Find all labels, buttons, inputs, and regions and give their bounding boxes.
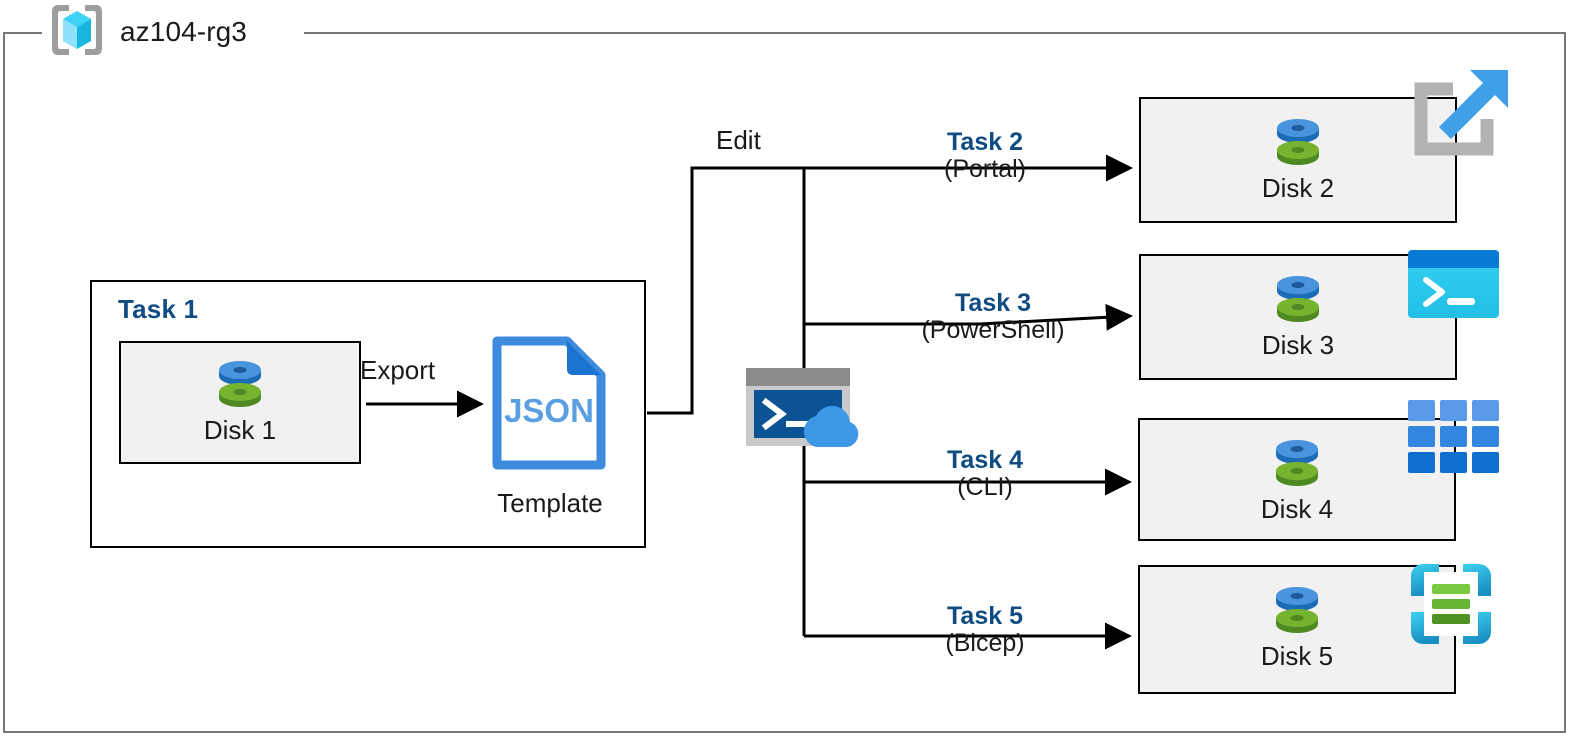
edge-task-5-title: Task 5 bbox=[947, 602, 1023, 630]
disk-box-4[interactable]: Disk 4 bbox=[1138, 418, 1456, 541]
edge-label-task-2: Task 2 (Portal) bbox=[900, 129, 1070, 184]
edge-task-3-title: Task 3 bbox=[955, 289, 1031, 317]
edge-task-4-title: Task 4 bbox=[947, 446, 1023, 474]
svg-text:JSON: JSON bbox=[504, 392, 594, 429]
task1-title: Task 1 bbox=[118, 294, 199, 324]
json-file-icon[interactable]: JSON bbox=[489, 335, 609, 476]
template-label: Template bbox=[497, 488, 603, 518]
managed-disk-icon bbox=[1270, 270, 1326, 331]
edge-task-2-title: Task 2 bbox=[947, 128, 1023, 156]
edge-task-3-tool: (PowerShell) bbox=[921, 316, 1065, 345]
disk-box-1-label: Disk 1 bbox=[203, 415, 277, 445]
disk-box-4-label: Disk 4 bbox=[1260, 494, 1334, 524]
resource-group-icon bbox=[48, 2, 106, 63]
disk-box-1[interactable]: Disk 1 bbox=[119, 341, 361, 464]
disk-box-2-label: Disk 2 bbox=[1261, 173, 1335, 203]
export-label: Export bbox=[360, 355, 436, 385]
edge-task-5-tool: (Bicep) bbox=[945, 629, 1025, 658]
resource-group-container bbox=[3, 32, 1566, 733]
disk-box-5[interactable]: Disk 5 bbox=[1138, 565, 1456, 694]
disk-box-3-label: Disk 3 bbox=[1261, 330, 1335, 360]
edit-label: Edit bbox=[716, 125, 761, 155]
azure-portal-icon[interactable] bbox=[1409, 63, 1519, 173]
managed-disk-icon bbox=[1270, 113, 1326, 174]
powershell-terminal-icon[interactable] bbox=[1406, 248, 1501, 325]
edge-task-4-tool: (CLI) bbox=[957, 473, 1013, 502]
disk-box-2[interactable]: Disk 2 bbox=[1139, 97, 1457, 223]
resource-group-header-gap bbox=[42, 24, 304, 42]
resource-group-header: az104-rg3 bbox=[48, 3, 247, 61]
managed-disk-icon bbox=[212, 355, 268, 416]
disk-box-5-label: Disk 5 bbox=[1260, 641, 1334, 671]
resource-group-name: az104-rg3 bbox=[120, 16, 247, 47]
edge-label-task-3: Task 3 (PowerShell) bbox=[898, 290, 1088, 345]
cloud-shell-icon[interactable] bbox=[744, 364, 866, 455]
managed-disk-icon bbox=[1269, 581, 1325, 642]
edge-label-task-4: Task 4 (CLI) bbox=[900, 447, 1070, 502]
edge-label-task-5: Task 5 (Bicep) bbox=[900, 603, 1070, 658]
managed-disk-icon bbox=[1269, 434, 1325, 495]
disk-box-3[interactable]: Disk 3 bbox=[1139, 254, 1457, 380]
bicep-file-icon[interactable] bbox=[1405, 558, 1497, 655]
edge-task-2-tool: (Portal) bbox=[944, 155, 1026, 184]
azure-cli-grid-icon[interactable] bbox=[1408, 400, 1500, 481]
